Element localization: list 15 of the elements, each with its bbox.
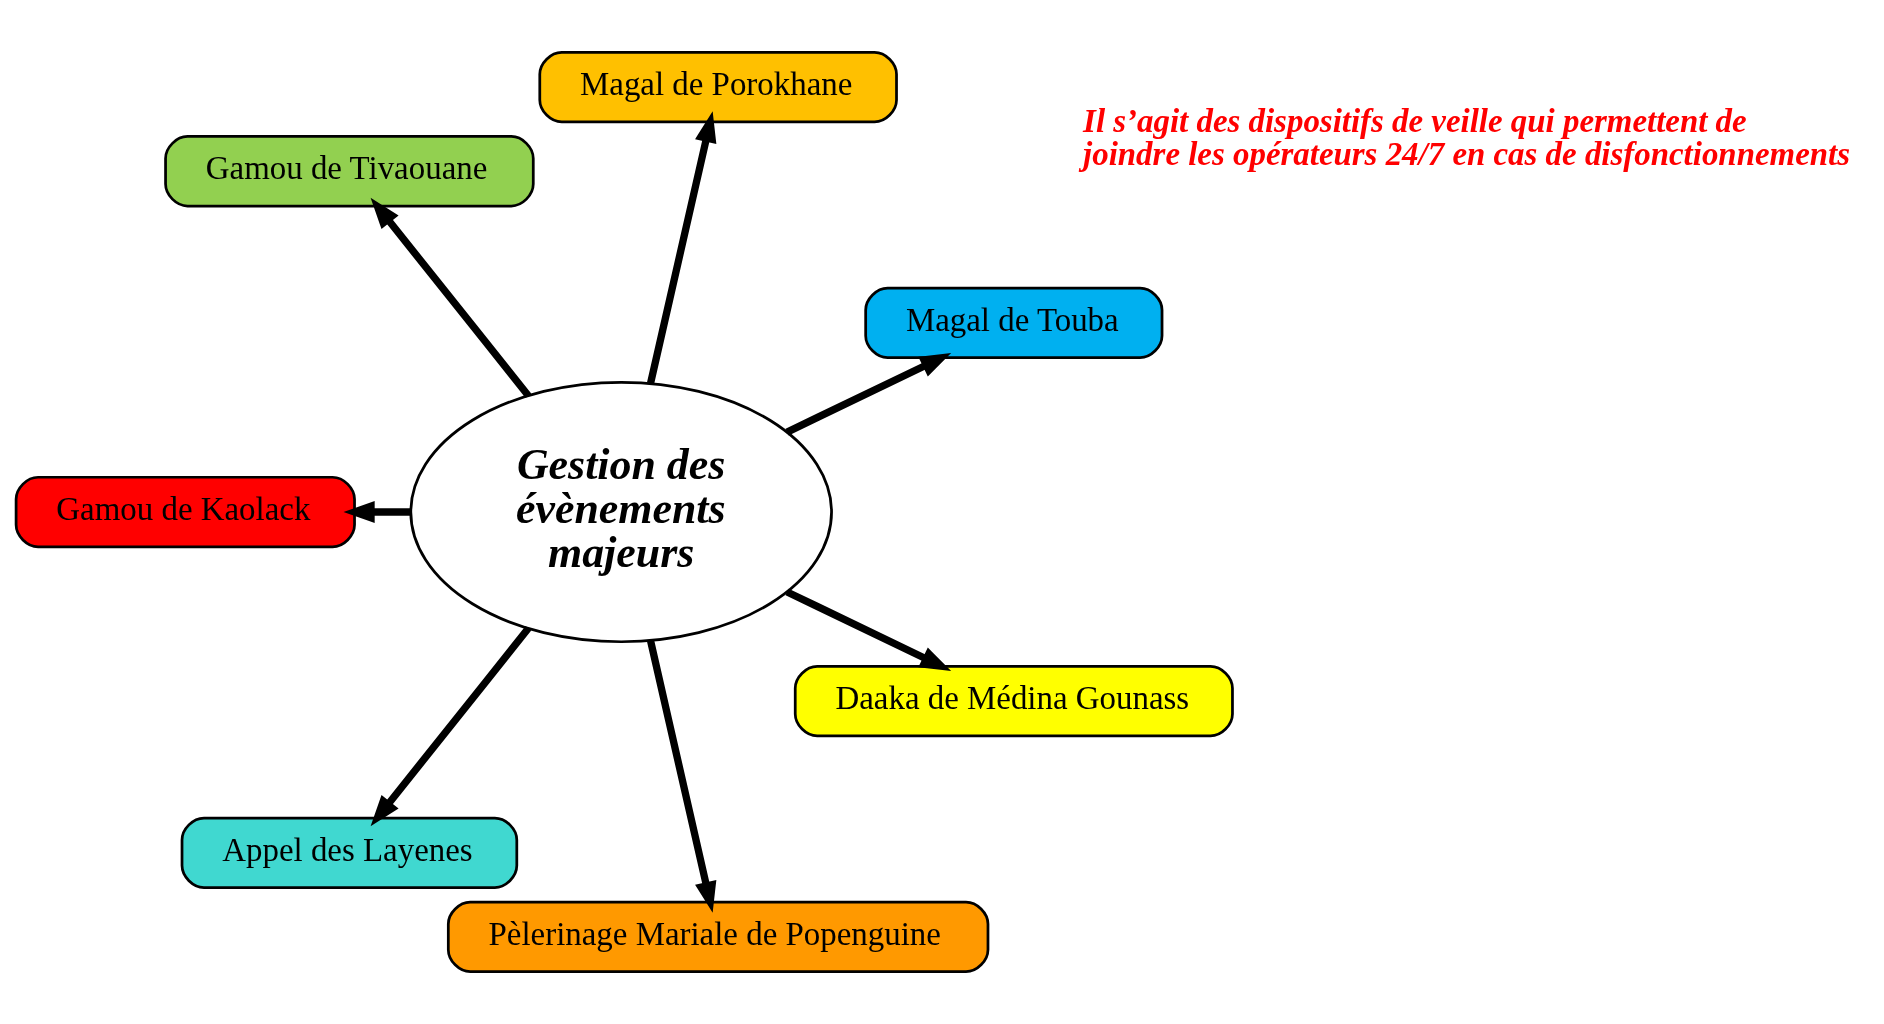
- node-box: Gamou de Tivaouane: [164, 135, 535, 208]
- node-box: Magal de Porokhane: [538, 50, 898, 124]
- node-box: Magal de Touba: [864, 286, 1164, 360]
- node-box: Daaka de Médina Gounass: [793, 665, 1234, 738]
- arrow: [785, 353, 952, 436]
- node-ellipse: Gestion des évènements majeurs: [409, 380, 833, 644]
- arrow: [785, 588, 952, 671]
- arrow: [343, 501, 411, 523]
- arrow: [370, 626, 532, 827]
- node-box: Pèlerinage Mariale de Popenguine: [446, 900, 990, 974]
- node-box: Appel des Layenes: [180, 816, 519, 889]
- node-box: Gamou de Kaolack: [14, 475, 356, 549]
- arrow: [646, 111, 717, 385]
- arrow: [370, 197, 532, 398]
- arrow: [646, 639, 717, 913]
